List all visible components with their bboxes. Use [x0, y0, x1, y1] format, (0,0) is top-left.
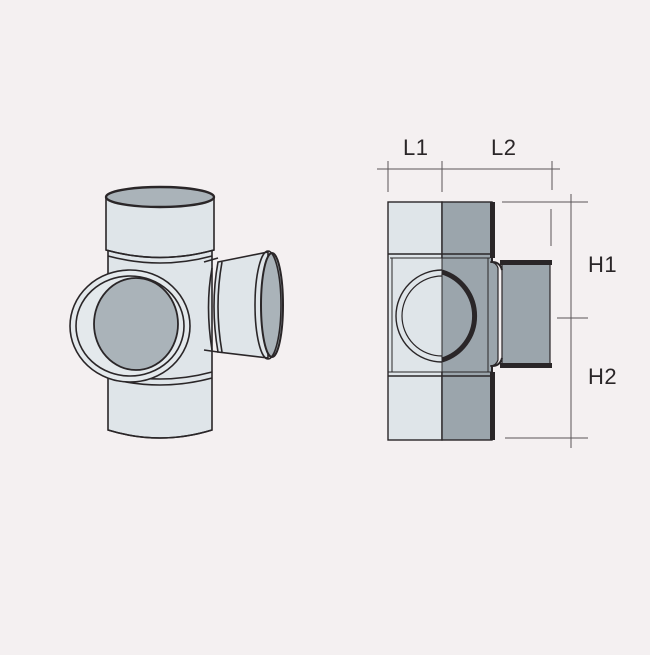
top-opening	[104, 185, 216, 209]
dimension-label-l1: L1	[403, 135, 429, 160]
perspective-view	[69, 185, 284, 439]
dimension-label-h1: H1	[588, 252, 618, 277]
left-opening	[93, 277, 179, 371]
dimension-label-h2: H2	[588, 364, 618, 389]
front-opening-outline	[395, 269, 443, 363]
right-branch	[213, 251, 269, 359]
dimension-lines	[377, 161, 588, 448]
right-opening	[260, 252, 284, 358]
elevation-view	[387, 201, 552, 441]
side-branch-socket	[501, 261, 551, 367]
dimension-label-l2: L2	[491, 135, 517, 160]
